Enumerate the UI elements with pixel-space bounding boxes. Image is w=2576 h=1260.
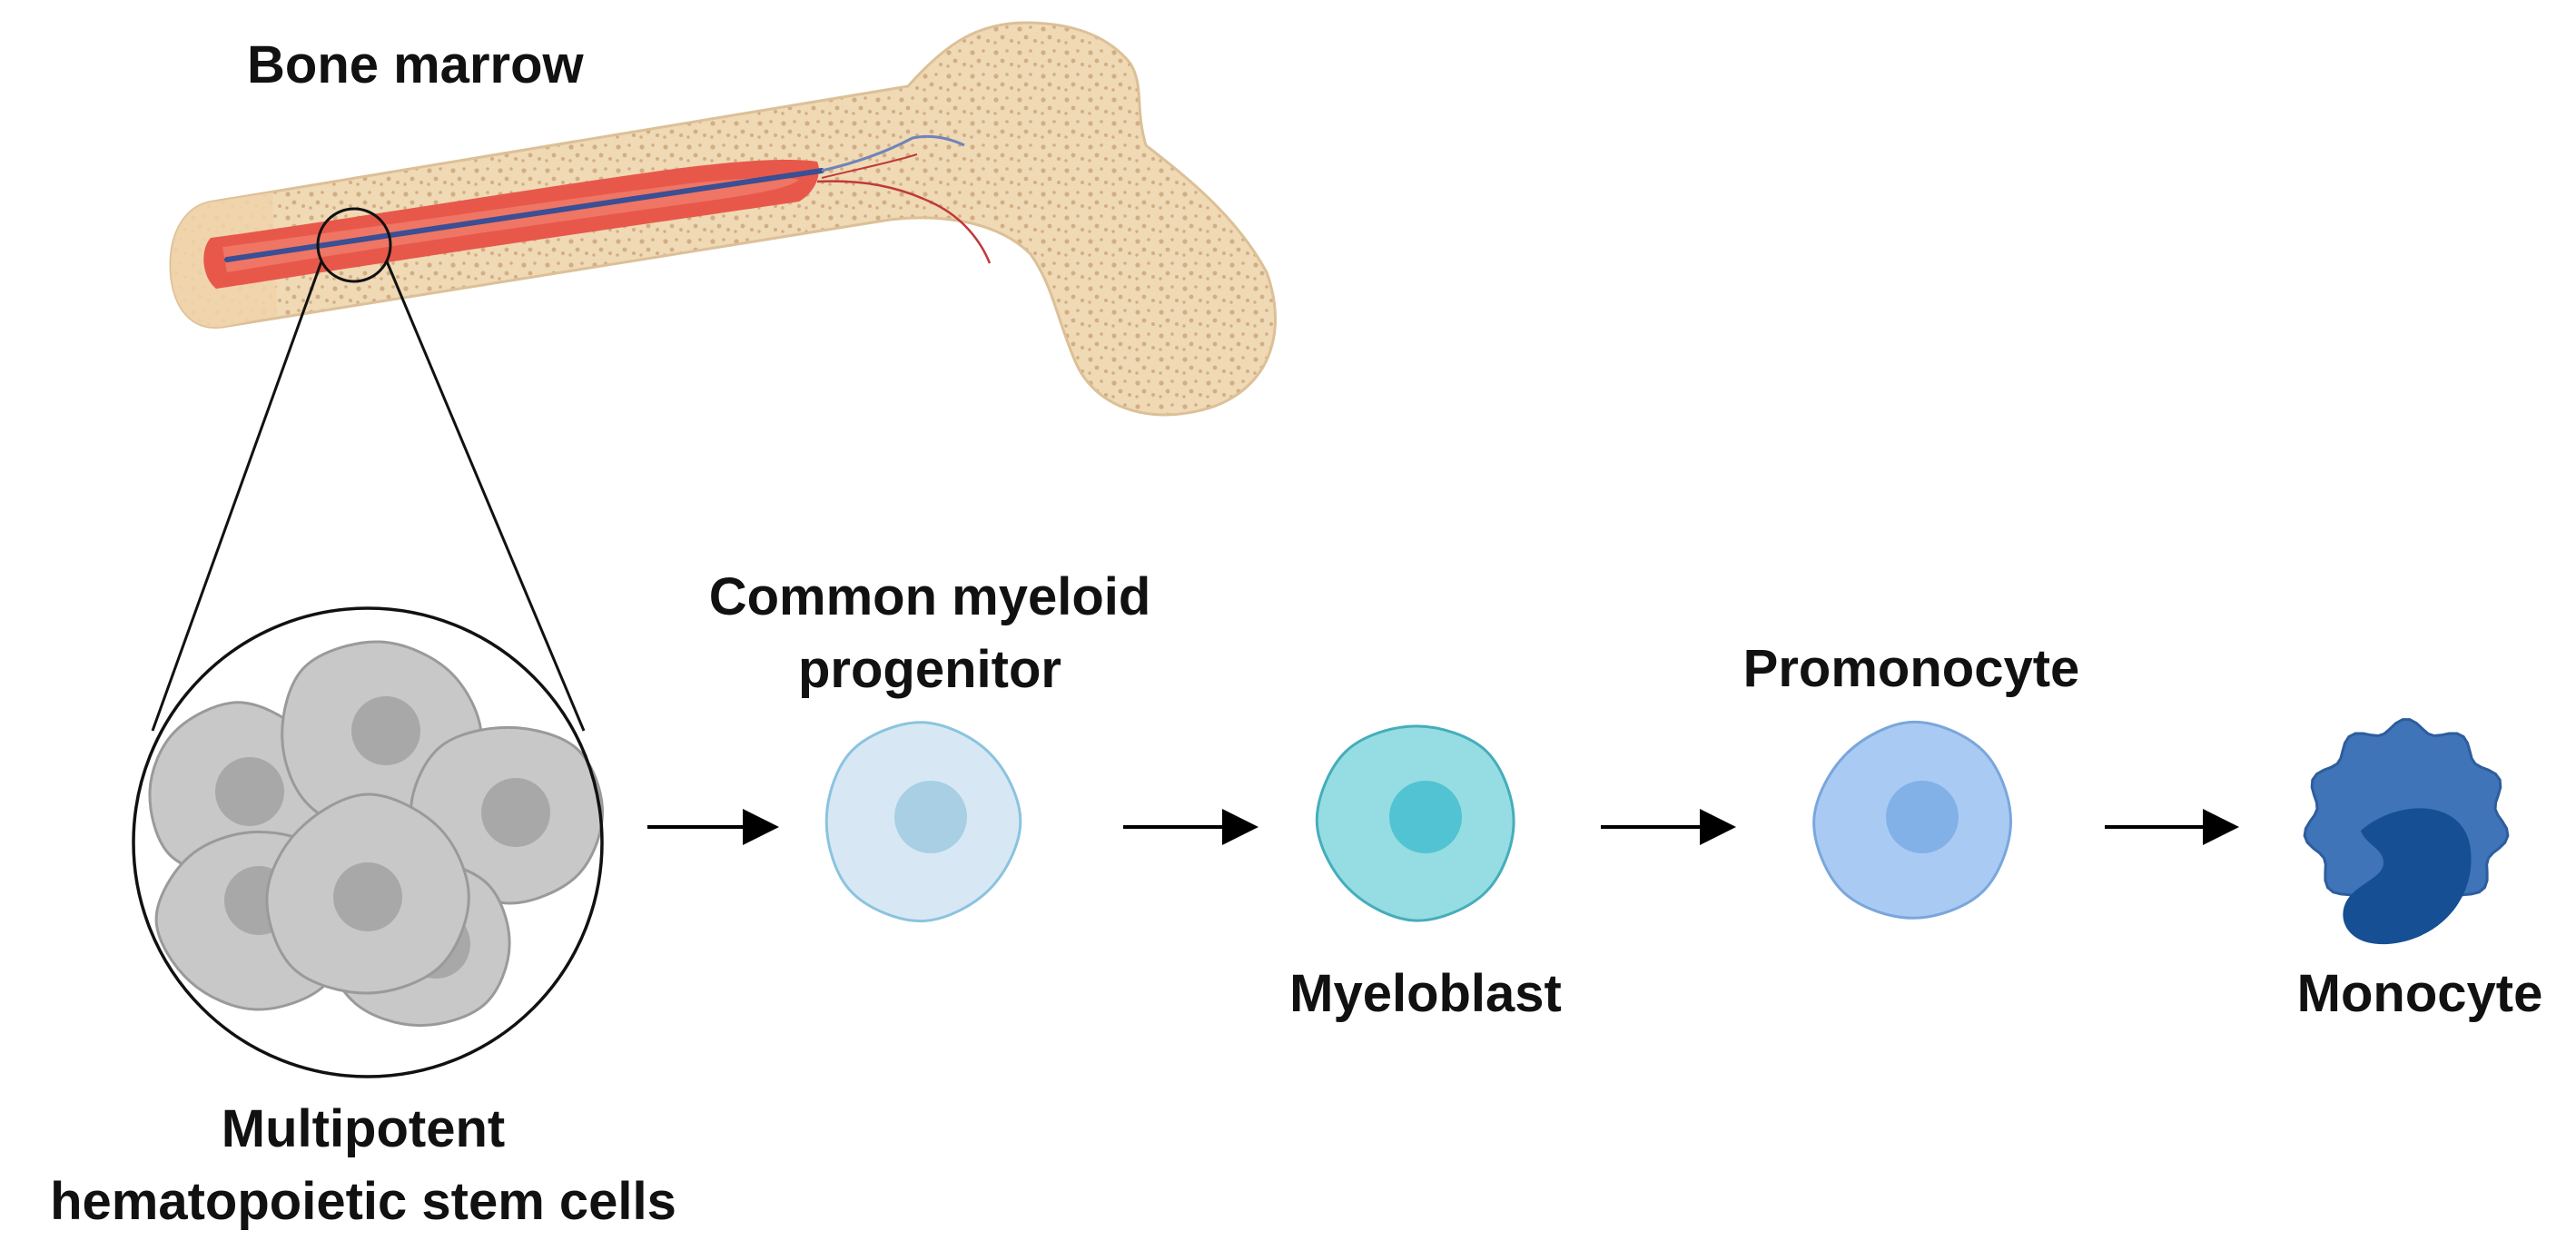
myeloblast-label-line-1: Myeloblast	[1289, 964, 1562, 1023]
myeloblast-cell-icon	[1315, 724, 1515, 922]
cell-nucleus	[1389, 781, 1462, 853]
progenitor-cell-icon	[824, 721, 1022, 923]
cell-nucleus	[1886, 781, 1959, 853]
monocyte-kidney-nucleus	[2343, 808, 2472, 945]
myeloblast-label: Myeloblast	[1221, 958, 1630, 1030]
stem-cell-cluster-outline	[132, 606, 604, 1078]
progenitor-label-line-2: progenitor	[798, 640, 1061, 699]
blood-vessel-branch-red-2	[821, 153, 918, 179]
monocyte-label: Monocyte	[2270, 958, 2570, 1030]
hsc-label: Multipotent hematopoietic stem cells	[5, 1093, 722, 1238]
zoom-line-right	[385, 261, 586, 732]
stem-cell-nucleus	[481, 778, 550, 847]
marrow-zoom-circle	[316, 207, 392, 283]
zoom-line-left	[151, 261, 323, 732]
monocyte-cell-icon	[2303, 718, 2510, 945]
cell-nucleus	[894, 781, 967, 853]
marrow-inner	[222, 177, 799, 272]
blood-vessel-branch-blue	[821, 134, 965, 172]
hsc-label-line-2: hematopoietic stem cells	[50, 1172, 676, 1231]
stem-cell-nucleus	[215, 757, 284, 826]
hsc-label-line-1: Multipotent	[221, 1099, 506, 1158]
promonocyte-cell-icon	[1812, 720, 2013, 920]
promonocyte-label: Promonocyte	[1684, 633, 2138, 705]
promonocyte-label-line-1: Promonocyte	[1742, 639, 2080, 698]
stem-cell-nucleus	[333, 862, 402, 931]
blood-vessel	[224, 168, 824, 262]
stem-cell-cluster-icon	[132, 606, 605, 1078]
progenitor-label: Common myeloid progenitor	[657, 561, 1202, 706]
progenitor-label-line-1: Common myeloid	[708, 567, 1151, 626]
blood-vessel-branch-red	[816, 180, 992, 264]
stem-cell	[265, 792, 470, 995]
monocyte-label-line-1: Monocyte	[2296, 964, 2543, 1023]
stem-cell-nucleus	[351, 696, 420, 765]
femur-bone-icon	[169, 21, 1278, 417]
bone-marrow-label: Bone marrow	[247, 35, 584, 94]
